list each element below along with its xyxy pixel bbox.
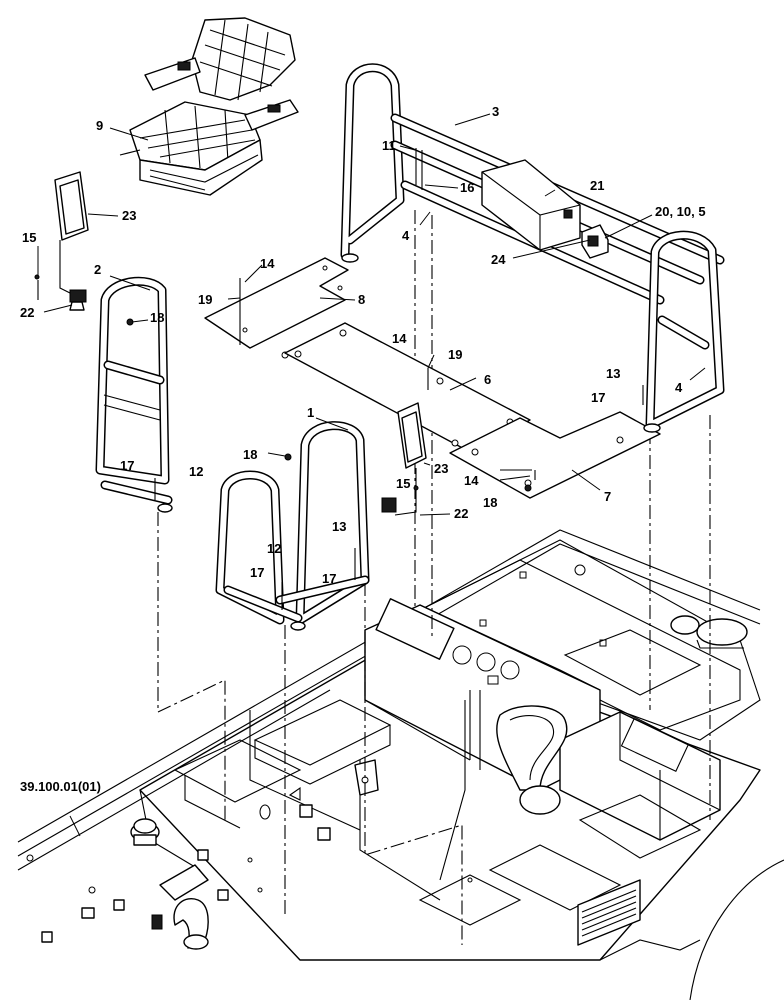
callout-23-left: 23 (122, 208, 136, 223)
floor-plate-8 (204, 257, 349, 359)
reference-label: 39.100.01(01) (20, 779, 101, 794)
callout-14-mid: 14 (392, 331, 407, 346)
callout-1: 1 (307, 405, 314, 420)
callout-9: 9 (96, 118, 103, 133)
handrail-2 (95, 276, 173, 513)
callout-14-right: 14 (464, 473, 479, 488)
leader-lines (37, 113, 706, 837)
callout-12-left: 12 (189, 464, 203, 479)
callout-3: 3 (492, 104, 499, 119)
callout-21: 21 (590, 178, 604, 193)
callout-labels: 1 2 3 4 4 6 7 8 9 11 12 12 13 13 14 14 1… (20, 104, 706, 794)
callout-19-mid: 19 (448, 347, 462, 362)
floor-plate-7 (449, 411, 661, 499)
callout-17-left: 17 (120, 458, 134, 473)
callout-15-left: 15 (22, 230, 36, 245)
callout-22-center: 22 (454, 506, 468, 521)
mirror-bracket-24 (581, 224, 609, 259)
mirror-23-center (381, 402, 427, 516)
callout-13-center: 13 (332, 519, 346, 534)
machine-frame (17, 529, 784, 1000)
fuel-filler-cap (130, 818, 160, 846)
operator-seat (119, 17, 299, 196)
callout-6: 6 (484, 372, 491, 387)
callout-14-top: 14 (260, 256, 275, 271)
callout-24: 24 (491, 252, 506, 267)
fasteners (34, 148, 644, 610)
exhaust-elbow (151, 864, 209, 950)
callout-15-center: 15 (396, 476, 410, 491)
callout-18-center: 18 (243, 447, 257, 462)
storage-box-21 (481, 159, 581, 251)
callout-11: 11 (382, 138, 396, 153)
vent-grille (577, 879, 641, 946)
callout-17-center-a: 17 (250, 565, 264, 580)
callout-4-right: 4 (675, 380, 683, 395)
callout-20-10-5: 20, 10, 5 (655, 204, 706, 219)
callout-8: 8 (358, 292, 365, 307)
callout-7: 7 (604, 489, 611, 504)
callout-18-right: 18 (483, 495, 497, 510)
mirror-23-left (37, 171, 89, 311)
callout-16: 16 (460, 180, 474, 195)
callout-23-center: 23 (434, 461, 448, 476)
callout-12-center: 12 (267, 541, 281, 556)
callout-22-left: 22 (20, 305, 34, 320)
callout-17-right: 17 (591, 390, 605, 405)
callout-19-top: 19 (198, 292, 212, 307)
callout-4-top: 4 (402, 228, 410, 243)
callout-13-right: 13 (606, 366, 620, 381)
callout-2: 2 (94, 262, 101, 277)
callout-18-left: 18 (150, 310, 164, 325)
callout-17-center-b: 17 (322, 571, 336, 586)
